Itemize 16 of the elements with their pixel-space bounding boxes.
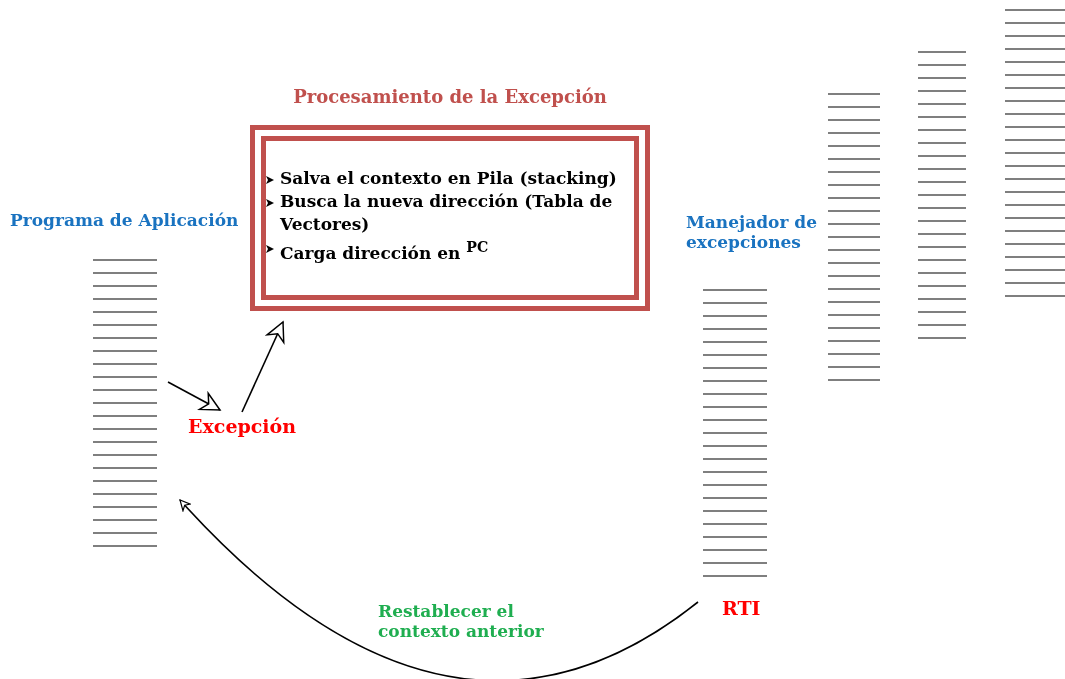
- code-lines-drawing: [703, 288, 767, 578]
- arrow: [241, 321, 285, 413]
- code-lines-drawing: [918, 50, 966, 340]
- code-lines-drawing: [1005, 8, 1065, 298]
- stack-title: Programa de Aplicación: [10, 210, 240, 230]
- arrow: [179, 499, 699, 679]
- list-item: Salva el contexto en Pila (stacking): [280, 168, 617, 188]
- arrow: [167, 381, 221, 411]
- event-label: Excepción: [188, 415, 297, 437]
- code-lines-drawing: [828, 92, 880, 382]
- event-label: RTI: [722, 597, 761, 619]
- list-item: Busca la nueva dirección (Tabla de Vectores): [280, 191, 613, 234]
- panel-title: Procesamiento de la Excepción: [292, 86, 608, 107]
- code-lines-drawing: [93, 258, 157, 548]
- stack-title: Manejador de excepciones: [686, 212, 818, 252]
- list-item: Carga dirección en $^{PC}$: [280, 242, 489, 263]
